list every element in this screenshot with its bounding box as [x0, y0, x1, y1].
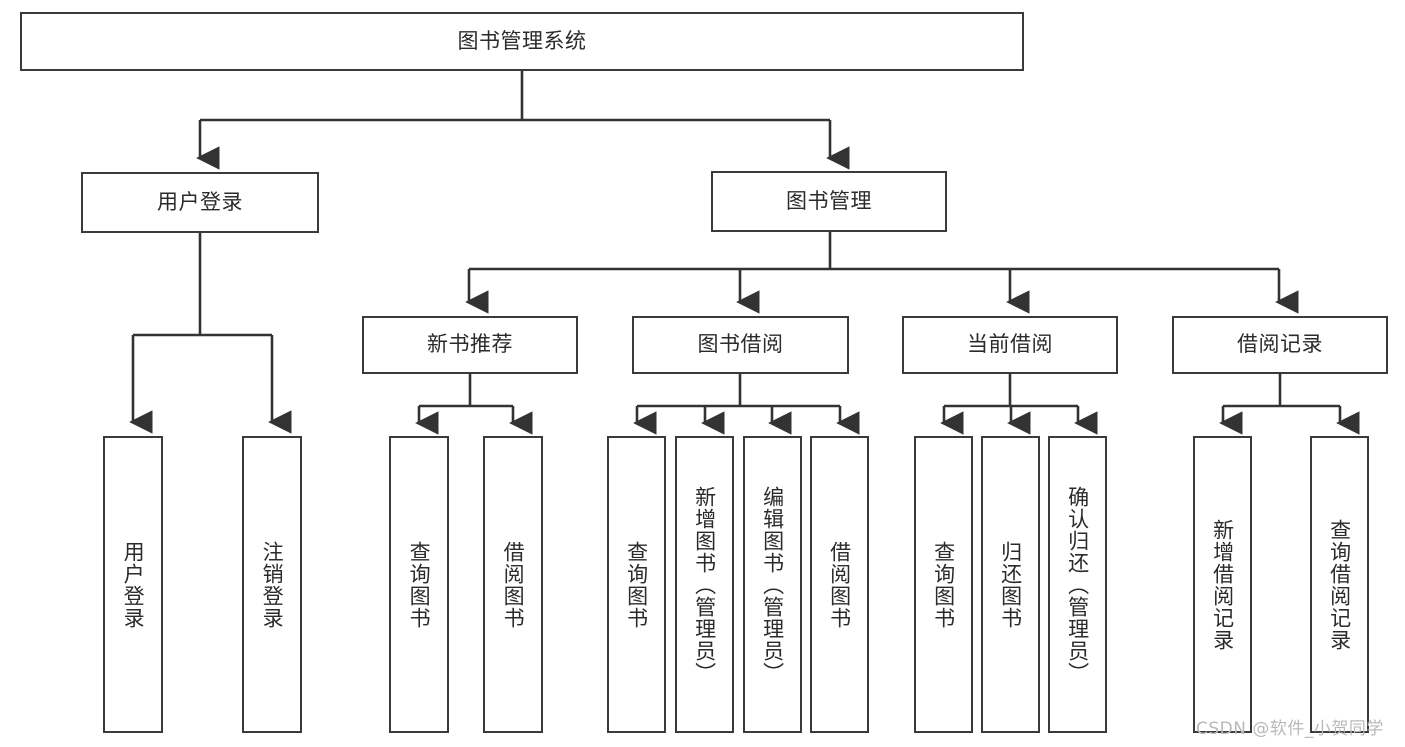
leaf-node[interactable]: 借阅图书: [810, 436, 869, 733]
node-label: 用户登录: [157, 189, 243, 214]
leaf-label: 新增图书（管理员）: [692, 485, 717, 684]
leaf-label: 编辑图书（管理员）: [760, 485, 785, 684]
leaf-node[interactable]: 查询图书: [389, 436, 449, 733]
leaf-label: 确认归还（管理员）: [1065, 485, 1090, 684]
leaf-node[interactable]: 用户登录: [103, 436, 163, 733]
node-label: 图书借阅: [697, 332, 784, 357]
leaf-label: 归还图书: [998, 540, 1023, 629]
leaf-label: 查询图书: [407, 540, 432, 629]
node-borrowing-records[interactable]: 借阅记录: [1172, 316, 1388, 374]
node-new-book-recommendation[interactable]: 新书推荐: [362, 316, 578, 374]
leaf-node[interactable]: 查询图书: [607, 436, 666, 733]
node-label: 当前借阅: [967, 332, 1053, 357]
leaf-node[interactable]: 编辑图书（管理员）: [743, 436, 802, 733]
leaf-node[interactable]: 查询图书: [914, 436, 973, 733]
node-current-borrowing[interactable]: 当前借阅: [902, 316, 1118, 374]
csdn-watermark: CSDN @软件_小贺同学: [1196, 719, 1384, 739]
leaf-label: 查询借阅记录: [1327, 518, 1352, 651]
leaf-node[interactable]: 查询借阅记录: [1310, 436, 1369, 733]
node-book-borrowing[interactable]: 图书借阅: [632, 316, 849, 374]
leaf-label: 查询图书: [931, 540, 956, 629]
leaf-node[interactable]: 归还图书: [981, 436, 1040, 733]
leaf-label: 查询图书: [624, 540, 649, 629]
leaf-node[interactable]: 新增借阅记录: [1193, 436, 1252, 733]
node-label: 借阅记录: [1237, 332, 1323, 357]
leaf-node[interactable]: 确认归还（管理员）: [1048, 436, 1107, 733]
leaf-label: 注销登录: [260, 540, 285, 629]
leaf-label: 借阅图书: [501, 540, 526, 629]
node-label: 新书推荐: [427, 332, 513, 357]
leaf-node[interactable]: 借阅图书: [483, 436, 543, 733]
node-user-login-module[interactable]: 用户登录: [81, 172, 319, 233]
leaf-label: 新增借阅记录: [1210, 518, 1235, 651]
node-root[interactable]: 图书管理系统: [20, 12, 1024, 71]
leaf-node[interactable]: 注销登录: [242, 436, 302, 733]
leaf-label: 用户登录: [121, 540, 146, 629]
node-root-label: 图书管理系统: [457, 28, 587, 53]
node-label: 图书管理: [786, 188, 872, 213]
leaf-label: 借阅图书: [827, 540, 852, 629]
leaf-node[interactable]: 新增图书（管理员）: [675, 436, 734, 733]
node-book-management-module[interactable]: 图书管理: [711, 171, 947, 232]
